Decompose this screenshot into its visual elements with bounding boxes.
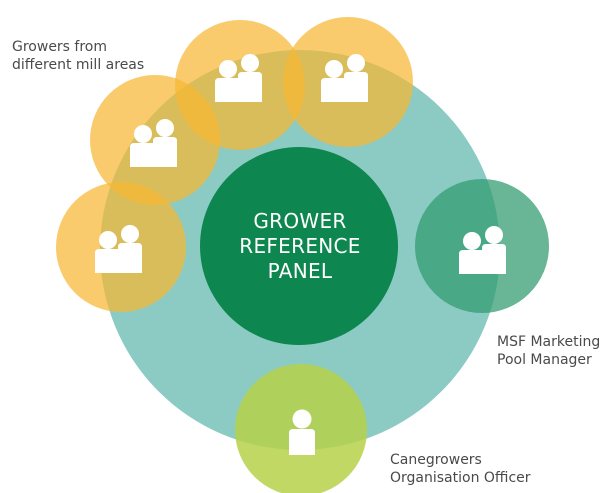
msf-circle: [415, 179, 549, 313]
person-icon: [289, 409, 315, 455]
canegrowers-label: Canegrowers Organisation Officer: [390, 451, 531, 487]
canegrowers-label-line: Canegrowers: [390, 452, 482, 468]
msf-label-line: Pool Manager: [497, 352, 592, 368]
canegrowers-circle: [235, 364, 367, 493]
growers-label: Growers from different mill areas: [12, 38, 144, 74]
canegrowers-label-line: Organisation Officer: [390, 470, 531, 486]
growers-label-line: Growers from: [12, 39, 108, 55]
msf-label-line: MSF Marketing: [497, 334, 601, 350]
centre-title-line: PANEL: [267, 259, 333, 283]
growers-label-line: different mill areas: [12, 57, 145, 73]
msf-label: MSF Marketing Pool Manager: [497, 333, 600, 369]
centre-title: GROWER REFERENCE PANEL: [200, 209, 400, 284]
centre-circle: [200, 147, 398, 345]
centre-title-line: GROWER: [253, 209, 347, 233]
centre-title-line: REFERENCE: [239, 234, 361, 258]
